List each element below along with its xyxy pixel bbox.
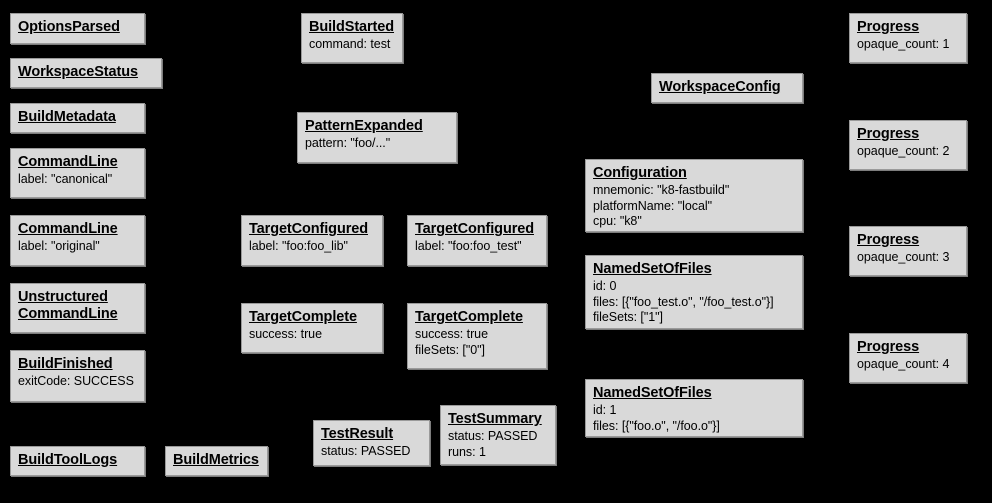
event-node-fields: command: test xyxy=(309,37,391,51)
event-node-unstructured-command-line[interactable]: Unstructured CommandLine xyxy=(10,283,145,333)
event-node-title: TargetComplete xyxy=(249,309,357,325)
event-node-command-line-canonical[interactable]: CommandLine label: "canonical" xyxy=(10,148,145,198)
event-node-title: PatternExpanded xyxy=(305,118,423,134)
event-node-title: BuildFinished xyxy=(18,356,113,372)
event-node-pattern-expanded[interactable]: PatternExpanded pattern: "foo/..." xyxy=(297,112,457,163)
event-node-title: BuildMetrics xyxy=(173,452,259,468)
event-node-build-finished[interactable]: BuildFinished exitCode: SUCCESS xyxy=(10,350,145,402)
event-node-title: Configuration xyxy=(593,165,687,181)
event-node-title: NamedSetOfFiles xyxy=(593,385,712,401)
event-node-test-result[interactable]: TestResult status: PASSED xyxy=(313,420,430,466)
event-node-fields: opaque_count: 2 xyxy=(857,144,950,158)
event-node-title: OptionsParsed xyxy=(18,19,120,35)
event-node-named-set-of-files-0[interactable]: NamedSetOfFiles id: 0 files: [{"foo_test.… xyxy=(585,255,803,329)
event-node-title: TargetComplete xyxy=(415,309,523,325)
event-node-title: Progress xyxy=(857,19,920,35)
event-node-fields: opaque_count: 3 xyxy=(857,250,950,264)
event-node-title: WorkspaceStatus xyxy=(18,64,138,80)
event-node-options-parsed[interactable]: OptionsParsed xyxy=(10,13,145,44)
event-node-fields: opaque_count: 1 xyxy=(857,37,950,51)
event-node-build-tool-logs[interactable]: BuildToolLogs xyxy=(10,446,145,476)
event-node-title: TestResult xyxy=(321,426,394,442)
event-node-fields: label: "foo:foo_test" xyxy=(415,239,522,253)
event-node-configuration[interactable]: Configuration mnemonic: "k8-fastbuild" pl… xyxy=(585,159,803,232)
event-node-workspace-config[interactable]: WorkspaceConfig xyxy=(651,73,803,103)
event-node-fields: success: true fileSets: ["0"] xyxy=(415,327,488,357)
event-node-title: TestSummary xyxy=(448,411,542,427)
event-node-fields: label: "original" xyxy=(18,239,100,253)
event-node-command-line-original[interactable]: CommandLine label: "original" xyxy=(10,215,145,266)
event-node-target-complete-foo-test[interactable]: TargetComplete success: true fileSets: ["… xyxy=(407,303,547,369)
event-node-named-set-of-files-1[interactable]: NamedSetOfFiles id: 1 files: [{"foo.o", "… xyxy=(585,379,803,437)
event-node-title: Unstructured CommandLine xyxy=(18,289,118,322)
event-node-title: NamedSetOfFiles xyxy=(593,261,712,277)
event-node-fields: mnemonic: "k8-fastbuild" platformName: "… xyxy=(593,183,730,228)
event-node-title: WorkspaceConfig xyxy=(659,79,781,95)
event-node-fields: status: PASSED runs: 1 xyxy=(448,429,538,459)
event-node-test-summary[interactable]: TestSummary status: PASSED runs: 1 xyxy=(440,405,556,465)
event-node-fields: pattern: "foo/..." xyxy=(305,136,391,150)
event-node-fields: id: 1 files: [{"foo.o", "/foo.o"}] xyxy=(593,403,720,433)
event-node-fields: success: true xyxy=(249,327,322,341)
event-node-title: BuildStarted xyxy=(309,19,395,35)
event-node-progress-3[interactable]: Progress opaque_count: 3 xyxy=(849,226,967,276)
event-node-fields: label: "canonical" xyxy=(18,172,113,186)
event-node-fields: label: "foo:foo_lib" xyxy=(249,239,348,253)
event-node-fields: status: PASSED xyxy=(321,444,411,458)
event-node-title: Progress xyxy=(857,232,920,248)
event-node-fields: opaque_count: 4 xyxy=(857,357,950,371)
event-node-progress-4[interactable]: Progress opaque_count: 4 xyxy=(849,333,967,383)
event-node-target-complete-foo-lib[interactable]: TargetComplete success: true xyxy=(241,303,383,353)
event-node-build-started[interactable]: BuildStarted command: test xyxy=(301,13,403,63)
event-node-title: Progress xyxy=(857,339,920,355)
event-node-title: TargetConfigured xyxy=(415,221,534,237)
event-node-target-configured-foo-test[interactable]: TargetConfigured label: "foo:foo_test" xyxy=(407,215,547,266)
event-node-title: Progress xyxy=(857,126,920,142)
event-node-fields: id: 0 files: [{"foo_test.o", "/foo_test.… xyxy=(593,279,774,324)
event-node-workspace-status[interactable]: WorkspaceStatus xyxy=(10,58,162,88)
event-node-progress-1[interactable]: Progress opaque_count: 1 xyxy=(849,13,967,63)
event-node-fields: exitCode: SUCCESS xyxy=(18,374,134,388)
event-node-build-metrics[interactable]: BuildMetrics xyxy=(165,446,268,476)
event-node-title: TargetConfigured xyxy=(249,221,368,237)
event-node-title: BuildToolLogs xyxy=(18,452,118,468)
event-node-title: CommandLine xyxy=(18,154,118,170)
event-node-progress-2[interactable]: Progress opaque_count: 2 xyxy=(849,120,967,170)
event-node-title: BuildMetadata xyxy=(18,109,116,125)
event-node-build-metadata[interactable]: BuildMetadata xyxy=(10,103,145,133)
event-node-target-configured-foo-lib[interactable]: TargetConfigured label: "foo:foo_lib" xyxy=(241,215,383,266)
event-node-title: CommandLine xyxy=(18,221,118,237)
